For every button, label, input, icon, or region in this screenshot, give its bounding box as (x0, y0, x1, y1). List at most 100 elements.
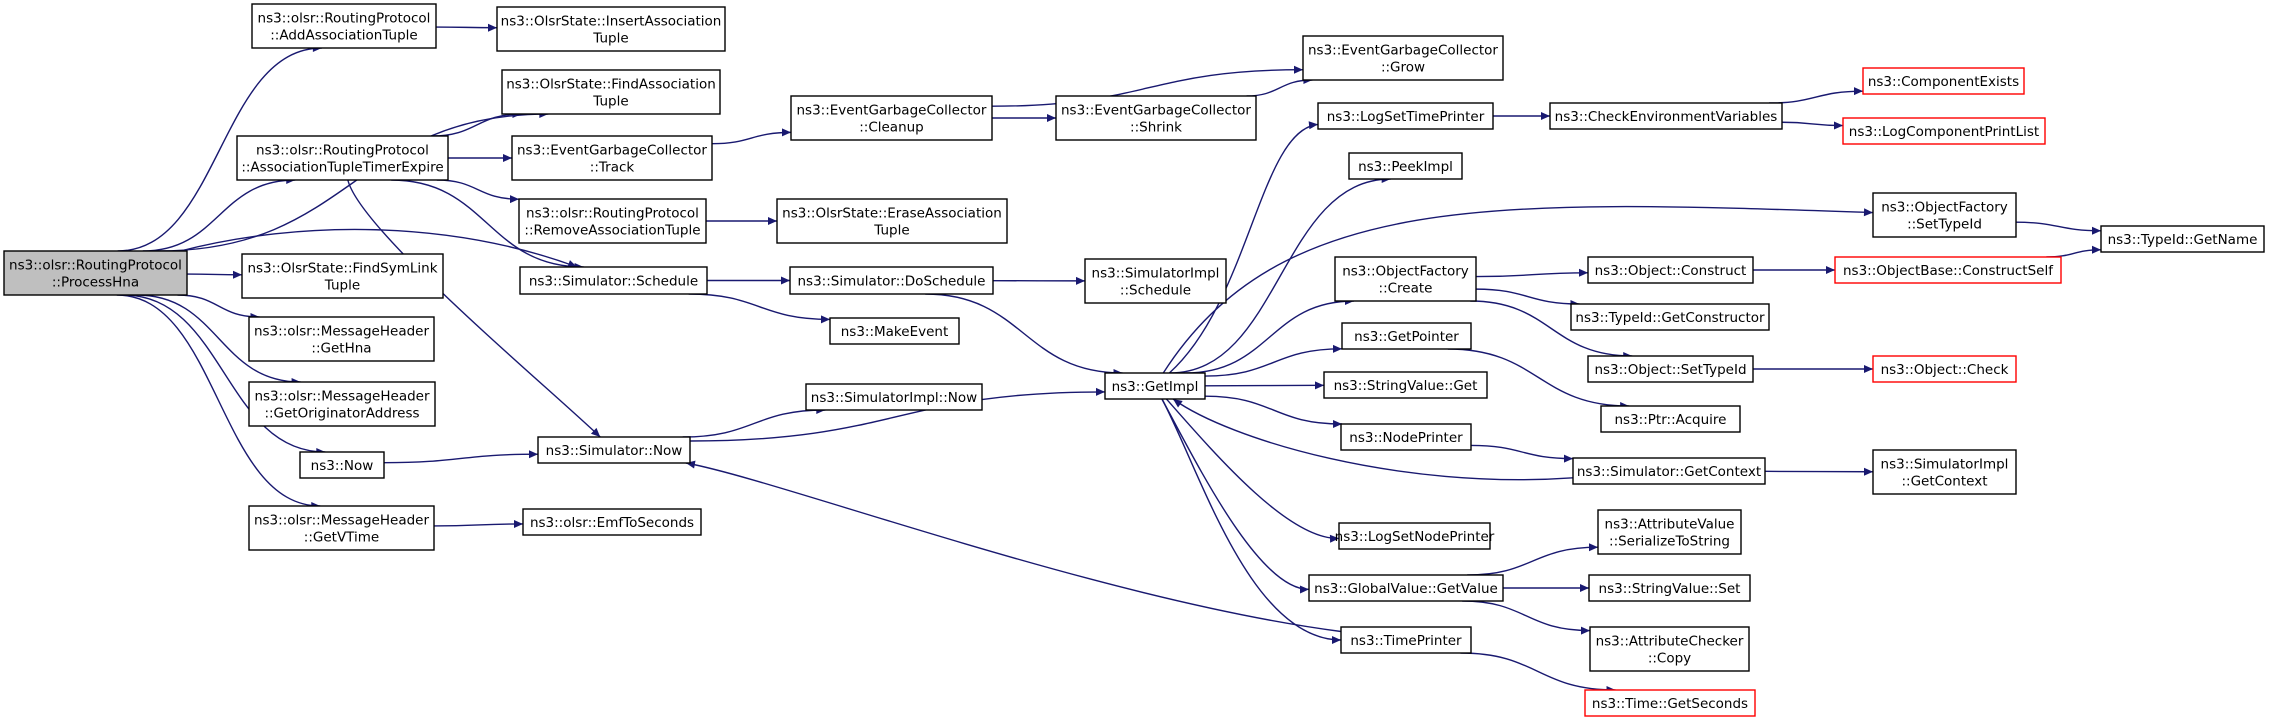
node-objConstruct[interactable]: ns3::Object::Construct (1587, 256, 1754, 284)
node-implGetContext[interactable]: ns3::SimulatorImpl::GetContext (1872, 449, 2017, 495)
node-timePrinter[interactable]: ns3::TimePrinter (1340, 626, 1472, 654)
node-label: ::Create (1379, 281, 1433, 297)
node-logComponentPrintList[interactable]: ns3::LogComponentPrintList (1842, 117, 2046, 145)
node-box (829, 317, 960, 345)
node-getPointer[interactable]: ns3::GetPointer (1341, 322, 1472, 350)
node-ofSetTypeId[interactable]: ns3::ObjectFactory::SetTypeId (1872, 192, 2017, 238)
node-box (3, 250, 188, 296)
node-emfToSeconds[interactable]: ns3::olsr::EmfToSeconds (522, 508, 702, 536)
edge-ofCreate-to-typeIdGetCtor (1475, 288, 1580, 305)
node-label: ns3::ComponentExists (1868, 74, 2019, 90)
node-box (248, 505, 435, 551)
node-egcCleanup[interactable]: ns3::EventGarbageCollector::Cleanup (790, 95, 993, 141)
node-logSetNodePrinter[interactable]: ns3::LogSetNodePrinter (1335, 522, 1495, 550)
node-addAssoc[interactable]: ns3::olsr::RoutingProtocol::AddAssociati… (251, 3, 437, 49)
node-label: ns3::Object::Construct (1595, 263, 1747, 279)
node-simGetContext[interactable]: ns3::Simulator::GetContext (1572, 457, 1766, 485)
edge-assocTimer-to-simNow (347, 179, 601, 438)
node-box (1872, 355, 2017, 383)
node-objCheck[interactable]: ns3::Object::Check (1872, 355, 2017, 383)
node-label: ns3::GetImpl (1112, 379, 1199, 395)
node-egcTrack[interactable]: ns3::EventGarbageCollector::Track (511, 135, 713, 181)
node-peekImpl[interactable]: ns3::PeekImpl (1348, 152, 1463, 180)
arrowhead-globalGetValue (1299, 585, 1309, 594)
node-serializeToString[interactable]: ns3::AttributeValue::SerializeToString (1597, 509, 1742, 555)
node-assocTimer[interactable]: ns3::olsr::RoutingProtocol::AssociationT… (236, 135, 449, 181)
node-label: ns3::ObjectFactory (1342, 264, 1469, 280)
node-checkEnv[interactable]: ns3::CheckEnvironmentVariables (1549, 102, 1783, 130)
node-ofCreate[interactable]: ns3::ObjectFactory::Create (1334, 256, 1477, 302)
edge-getImpl-to-peekImpl (1169, 178, 1391, 374)
node-getVTime[interactable]: ns3::olsr::MessageHeader::GetVTime (248, 505, 435, 551)
node-timeGetSeconds[interactable]: ns3::Time::GetSeconds (1584, 689, 1756, 717)
node-box (1872, 449, 2017, 495)
node-box (1872, 192, 2017, 238)
node-label: ns3::GlobalValue::GetValue (1314, 581, 1498, 597)
node-label: ns3::Simulator::DoSchedule (798, 274, 986, 290)
arrowhead-emfToSeconds (514, 519, 523, 528)
arrowhead-nodePrinter (1333, 420, 1343, 428)
node-box (1600, 405, 1741, 433)
node-box (1842, 117, 2046, 145)
arrowhead-objConstruct (1579, 268, 1588, 277)
node-getImpl[interactable]: ns3::GetImpl (1104, 372, 1206, 400)
edge-processHna-to-getVTime (116, 294, 321, 507)
node-label: ns3::MakeEvent (841, 324, 949, 340)
node-attrCheckerCopy[interactable]: ns3::AttributeChecker::Copy (1589, 626, 1750, 672)
node-egcShrink[interactable]: ns3::EventGarbageCollector::Shrink (1055, 95, 1257, 141)
arrowhead-constructSelf (1826, 266, 1835, 274)
node-egcGrow[interactable]: ns3::EventGarbageCollector::Grow (1302, 35, 1504, 81)
arrowhead-implGetContext (1864, 467, 1873, 476)
edge-ofCreate-to-objSetTypeId (1470, 300, 1633, 357)
node-doSchedule[interactable]: ns3::Simulator::DoSchedule (789, 266, 994, 295)
node-objSetTypeId[interactable]: ns3::Object::SetTypeId (1587, 355, 1754, 383)
node-label: ns3::LogSetNodePrinter (1335, 529, 1495, 545)
node-label: ns3::EventGarbageCollector (797, 103, 987, 119)
node-implSchedule[interactable]: ns3::SimulatorImpl::Schedule (1084, 258, 1227, 304)
edge-ofCreate-to-objConstruct (1475, 272, 1589, 278)
node-stringValueSet[interactable]: ns3::StringValue::Set (1588, 574, 1751, 602)
node-simNow[interactable]: ns3::Simulator::Now (537, 436, 691, 464)
node-stringValueGet[interactable]: ns3::StringValue::Get (1323, 371, 1488, 399)
node-makeEvent[interactable]: ns3::MakeEvent (829, 317, 960, 345)
node-ptrAcquire[interactable]: ns3::Ptr::Acquire (1600, 405, 1741, 433)
node-box (1308, 574, 1504, 602)
node-box (519, 266, 708, 295)
node-label: Tuple (873, 223, 909, 239)
node-removeAssoc[interactable]: ns3::olsr::RoutingProtocol::RemoveAssoci… (518, 198, 707, 244)
node-schedule[interactable]: ns3::Simulator::Schedule (519, 266, 708, 295)
edge-globalGetValue-to-attrCheckerCopy (1462, 600, 1591, 632)
node-nodePrinter[interactable]: ns3::NodePrinter (1340, 423, 1472, 451)
node-globalGetValue[interactable]: ns3::GlobalValue::GetValue (1308, 574, 1504, 602)
arrowhead-simNow (590, 427, 601, 437)
node-now[interactable]: ns3::Now (299, 451, 385, 479)
node-label: ns3::EventGarbageCollector (517, 143, 707, 159)
arrowhead-typeIdGetName (2092, 226, 2101, 235)
node-box (1323, 371, 1488, 399)
node-label: ns3::Ptr::Acquire (1615, 412, 1727, 428)
node-getHna[interactable]: ns3::olsr::MessageHeader::GetHna (248, 316, 435, 362)
edge-egcCleanup-to-egcGrow (991, 69, 1304, 107)
edge-nodePrinter-to-simGetContext (1470, 444, 1574, 460)
edge-processHna-to-getHna (177, 294, 260, 318)
node-constructSelf[interactable]: ns3::ObjectBase::ConstructSelf (1834, 256, 2062, 284)
node-box (1302, 35, 1504, 81)
edge-checkEnv-to-logComponentPrintList (1781, 121, 1844, 127)
node-label: ns3::CheckEnvironmentVariables (1555, 109, 1778, 125)
arrowhead-removeAssoc (510, 195, 519, 204)
node-typeIdGetCtor[interactable]: ns3::TypeId::GetConstructor (1570, 303, 1770, 331)
node-implNow[interactable]: ns3::SimulatorImpl::Now (805, 383, 983, 411)
arrowhead-getImpl (1096, 387, 1105, 396)
arrowhead-insertAssoc (488, 23, 497, 32)
node-label: ::SetTypeId (1907, 217, 1982, 233)
node-logSetTimePrinter[interactable]: ns3::LogSetTimePrinter (1317, 102, 1494, 130)
node-getOrig[interactable]: ns3::olsr::MessageHeader::GetOriginatorA… (248, 381, 436, 427)
node-typeIdGetName[interactable]: ns3::TypeId::GetName (2100, 225, 2265, 253)
node-processHna[interactable]: ns3::olsr::RoutingProtocol::ProcessHna (3, 250, 188, 296)
node-box (1862, 67, 2025, 95)
node-componentExists[interactable]: ns3::ComponentExists (1862, 67, 2025, 95)
